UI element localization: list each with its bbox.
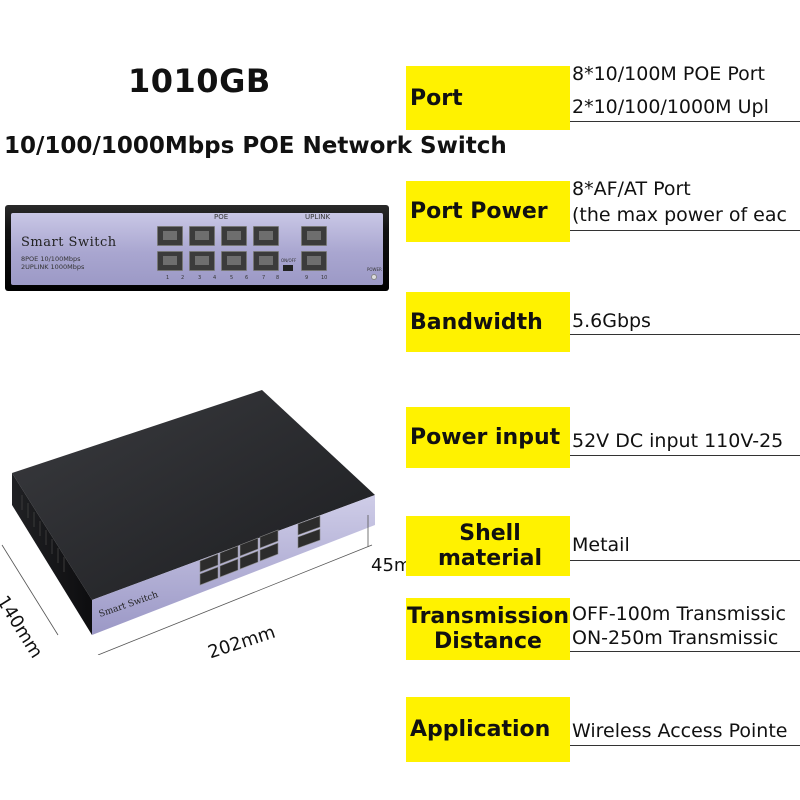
extend-label: ON/OFF (281, 258, 297, 263)
spec-label-port: Port (406, 66, 570, 130)
front-ports-icon (199, 515, 321, 586)
port-number: 9 (305, 275, 309, 281)
extend-switch-icon (283, 265, 293, 271)
port-number: 8 (276, 275, 280, 281)
port-number: 6 (245, 275, 249, 281)
divider (570, 230, 800, 231)
poe-port-icon (253, 226, 279, 246)
port-number: 5 (230, 275, 234, 281)
uplink-port-icon (301, 251, 327, 271)
panel-spec-text: 8POE 10/100Mbps 2UPLINK 1000Mbps (21, 255, 84, 271)
spec-shell-material-value: Metail (572, 534, 630, 556)
panel-spec-line1: 8POE 10/100Mbps (21, 255, 81, 263)
spec-power-input-value: 52V DC input 110V-25 (572, 430, 784, 452)
power-led-icon (371, 274, 377, 280)
spec-label-transmission-line2: Distance (434, 629, 542, 654)
spec-label-application: Application (406, 697, 570, 762)
port-number: 3 (198, 275, 202, 281)
divider (570, 455, 800, 456)
product-subtitle: 10/100/1000Mbps POE Network Switch (4, 133, 507, 159)
port-number: 2 (181, 275, 185, 281)
uplink-port-icon (301, 226, 327, 246)
spec-label-transmission-line1: Transmission (406, 604, 569, 629)
switch-front-panel: Smart Switch 8POE 10/100Mbps 2UPLINK 100… (5, 205, 389, 291)
vent-slots-icon (21, 495, 65, 572)
divider (570, 334, 800, 335)
spec-port-power-line1: 8*AF/AT Port (572, 178, 691, 200)
spec-port-power-line2: (the max power of eac (572, 204, 787, 226)
spec-application-value: Wireless Access Pointe (572, 720, 788, 742)
poe-port-icon (221, 226, 247, 246)
spec-label-power-input: Power input (406, 407, 570, 468)
poe-port-icon (221, 251, 247, 271)
divider (570, 745, 800, 746)
poe-port-icon (253, 251, 279, 271)
port-number: 1 (166, 275, 170, 281)
divider (570, 560, 800, 561)
poe-port-icon (157, 251, 183, 271)
spec-label-bandwidth: Bandwidth (406, 292, 570, 352)
spec-port-line1: 8*10/100M POE Port (572, 63, 765, 85)
port-number: 4 (213, 275, 217, 281)
panel-face: Smart Switch 8POE 10/100Mbps 2UPLINK 100… (11, 213, 383, 285)
model-title: 1010GB (128, 62, 271, 100)
switch-3d-image: Smart Switch (1, 390, 375, 655)
panel-spec-line2: 2UPLINK 1000Mbps (21, 263, 85, 271)
port-number: 7 (262, 275, 266, 281)
poe-port-icon (157, 226, 183, 246)
spec-transmission-line2: ON-250m Transmissic (572, 627, 779, 649)
spec-label-port-power: Port Power (406, 181, 570, 242)
poe-group-label: POE (214, 213, 229, 221)
power-label: POWER (367, 267, 382, 272)
brand-label: Smart Switch (21, 235, 117, 250)
uplink-group-label: UPLINK (305, 213, 331, 221)
poe-port-icon (189, 251, 215, 271)
spec-transmission-line1: OFF-100m Transmissic (572, 603, 787, 625)
divider (570, 651, 800, 652)
spec-bandwidth-value: 5.6Gbps (572, 310, 651, 332)
port-number: 10 (321, 275, 328, 281)
spec-label-transmission: Transmission Distance (406, 598, 570, 660)
spec-label-shell-material: Shell material (406, 516, 570, 576)
spec-port-line2: 2*10/100/1000M Upl (572, 96, 769, 118)
width-dimension-line (97, 544, 373, 655)
poe-port-icon (189, 226, 215, 246)
chassis-top (12, 390, 375, 600)
depth-dimension-line (1, 544, 59, 636)
divider (570, 121, 800, 122)
